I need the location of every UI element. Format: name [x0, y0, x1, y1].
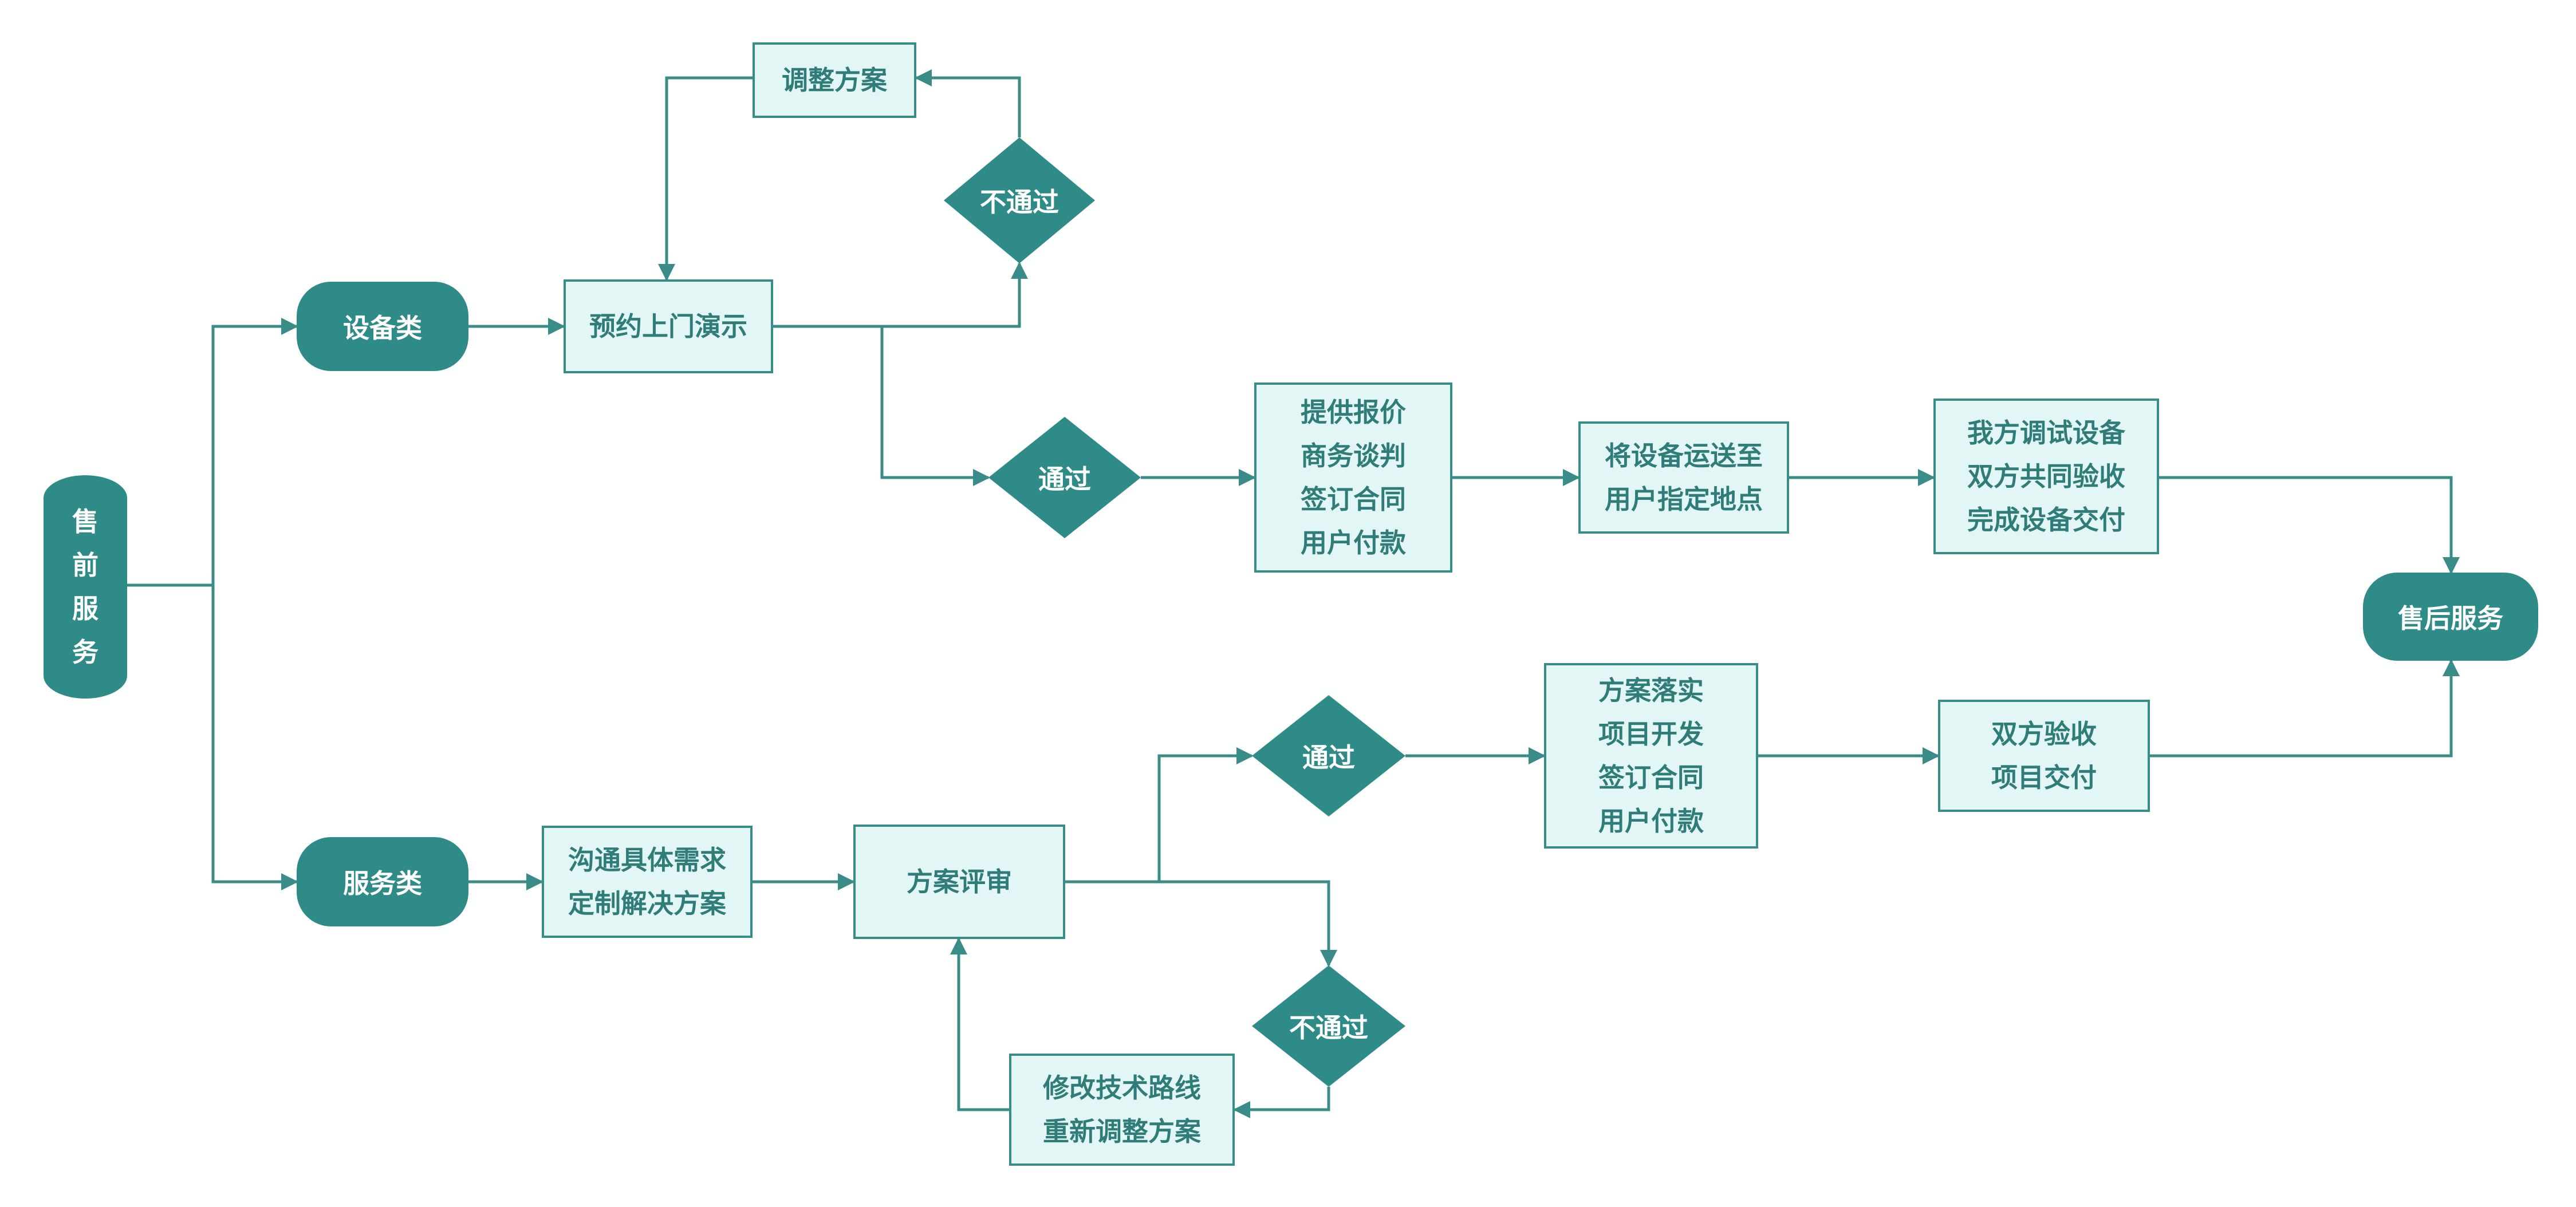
demo-label: 预约上门演示 [589, 311, 747, 342]
edge-presale-to-service [211, 585, 298, 890]
presale-char-1: 售 [72, 506, 99, 537]
not-pass-top-decision: 不通过 [944, 137, 1095, 263]
edge-accept-to-aftersale [2150, 659, 2460, 758]
presale-char-4: 务 [72, 637, 99, 668]
quote-box: 提供报价 商务谈判 签订合同 用户付款 [1254, 382, 1452, 573]
aftersale-service-label: 售后服务 [2398, 603, 2503, 634]
presale-char-3: 服 [72, 593, 99, 624]
debug-label: 我方调试设备 双方共同验收 完成设备交付 [1967, 417, 2125, 535]
edge-not-pass-to-modify [1233, 1087, 1330, 1118]
edge-demo-to-not-pass [773, 262, 1028, 328]
decision-diamond-pass-bottom [1252, 695, 1405, 817]
decision-diamond-not-pass-top [944, 137, 1095, 263]
pass-top-label: 通过 [1038, 464, 1091, 495]
aftersale-service-node: 售后服务 [2363, 573, 2538, 661]
decision-diamond-not-pass-bottom [1252, 965, 1405, 1087]
accept-box: 双方验收 项目交付 [1938, 700, 2150, 812]
presale-char-2: 前 [72, 550, 99, 581]
communicate-box: 沟通具体需求 定制解决方案 [542, 826, 753, 938]
modify-label: 修改技术路线 重新调整方案 [1043, 1072, 1201, 1147]
adjust-plan-label: 调整方案 [782, 65, 887, 96]
edge-demo-to-pass [880, 326, 990, 486]
quote-label: 提供报价 商务谈判 签订合同 用户付款 [1301, 397, 1406, 558]
implement-box: 方案落实 项目开发 签订合同 用户付款 [1544, 663, 1758, 849]
edge-presale-to-equipment [127, 318, 298, 587]
pass-top-decision: 通过 [988, 417, 1141, 538]
edge-debug-to-aftersale [2159, 476, 2460, 574]
debug-box: 我方调试设备 双方共同验收 完成设备交付 [1933, 399, 2159, 554]
presale-service-label: 售 前 服 务 [72, 500, 99, 674]
edge-adjust-to-demo [658, 76, 753, 281]
equipment-category-label: 设备类 [343, 313, 422, 344]
ship-box: 将设备运送至 用户指定地点 [1578, 421, 1789, 534]
adjust-plan-box: 调整方案 [753, 42, 916, 118]
demo-box: 预约上门演示 [564, 279, 773, 373]
presale-service-node: 售 前 服 务 [44, 475, 127, 699]
accept-label: 双方验收 项目交付 [1991, 719, 2097, 793]
not-pass-top-label: 不通过 [980, 187, 1059, 218]
edge-not-pass-to-adjust [915, 69, 1021, 137]
not-pass-bottom-label: 不通过 [1289, 1012, 1368, 1043]
pass-bottom-label: 通过 [1302, 742, 1355, 773]
edge-review-to-pass [1065, 747, 1254, 883]
not-pass-bottom-decision: 不通过 [1252, 965, 1405, 1087]
implement-label: 方案落实 项目开发 签订合同 用户付款 [1598, 675, 1704, 837]
review-label: 方案评审 [907, 866, 1012, 897]
pass-bottom-decision: 通过 [1252, 695, 1405, 817]
review-box: 方案评审 [853, 825, 1065, 939]
edge-review-to-not-pass [1159, 880, 1337, 967]
communicate-label: 沟通具体需求 定制解决方案 [568, 845, 726, 919]
service-category-label: 服务类 [343, 868, 422, 899]
ship-label: 将设备运送至 用户指定地点 [1605, 440, 1763, 515]
modify-box: 修改技术路线 重新调整方案 [1009, 1054, 1235, 1166]
service-category-node: 服务类 [297, 837, 468, 926]
equipment-category-node: 设备类 [297, 282, 468, 371]
decision-diamond-pass-top [988, 417, 1141, 538]
edge-modify-to-review [950, 937, 1009, 1111]
